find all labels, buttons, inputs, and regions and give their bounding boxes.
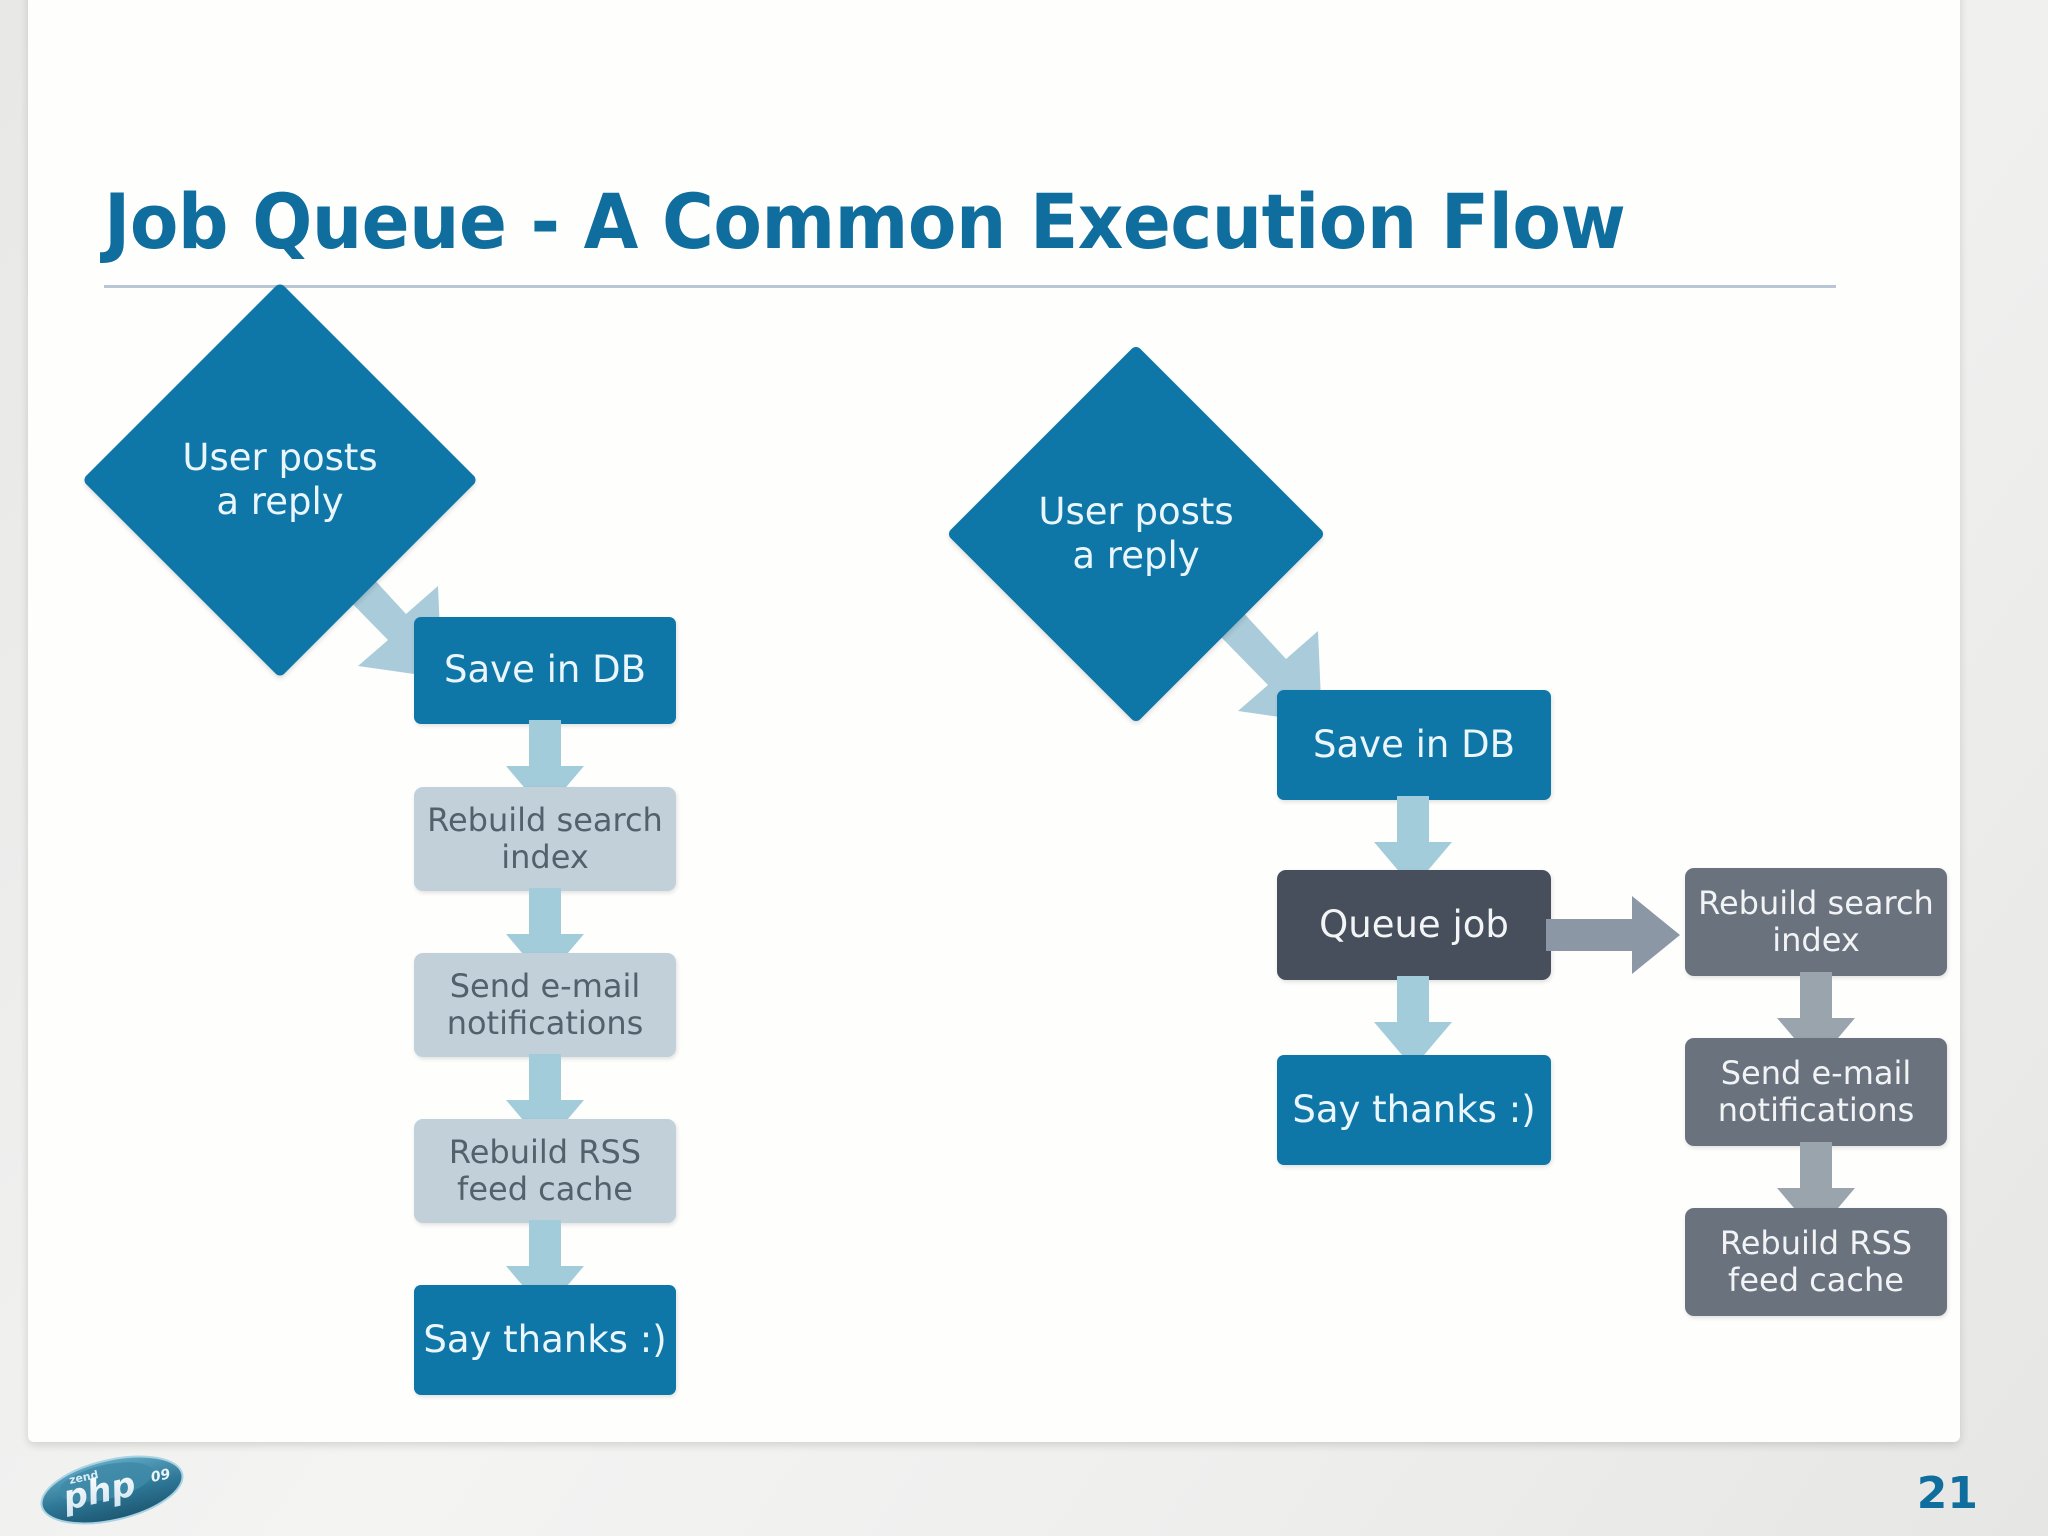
node-l-thanks: Say thanks :) (414, 1285, 676, 1395)
slide-content-panel (28, 0, 1960, 1442)
logo-year-text: 09 (150, 1466, 173, 1486)
node-r-index: Rebuild search index (1685, 868, 1947, 976)
zend-php-09-logo: zend php 09 (40, 1455, 184, 1525)
node-l-index: Rebuild search index (414, 787, 676, 891)
node-l-start-label: User posts a reply (182, 436, 378, 523)
arrow-r-queue-to-r-index (1546, 896, 1680, 974)
node-r-email: Send e-mail notifications (1685, 1038, 1947, 1146)
node-r-save: Save in DB (1277, 690, 1551, 800)
node-l-email: Send e-mail notifications (414, 953, 676, 1057)
node-l-save: Save in DB (414, 617, 676, 724)
page-title: Job Queue - A Common Execution Flow (104, 177, 1626, 266)
node-r-start-label: User posts a reply (1038, 490, 1234, 577)
page-number: 21 (1916, 1468, 1978, 1519)
node-l-rss: Rebuild RSS feed cache (414, 1119, 676, 1223)
arrow-r-queue-to-r-thanks (1374, 976, 1452, 1068)
node-r-rss: Rebuild RSS feed cache (1685, 1208, 1947, 1316)
title-divider (104, 285, 1836, 288)
node-r-queue: Queue job (1277, 870, 1551, 980)
arrow-r-save-to-r-queue (1374, 796, 1452, 888)
node-r-thanks: Say thanks :) (1277, 1055, 1551, 1165)
arrow-r-start-to-r-save (1144, 565, 1322, 723)
logo-zend-text: zend (68, 1468, 100, 1487)
